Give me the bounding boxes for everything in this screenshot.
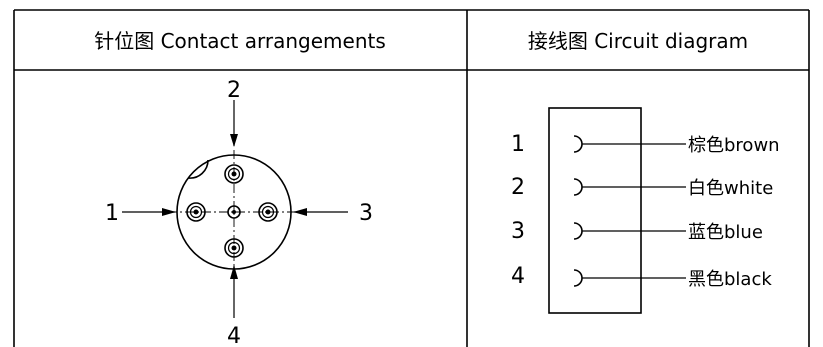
circuit-row: 4 黑色black — [511, 264, 772, 290]
circuit-row: 1 棕色brown — [511, 132, 780, 157]
circuit-row-number: 3 — [511, 219, 525, 244]
wire-color-label: 白色white — [688, 178, 773, 199]
pin-3-leader — [293, 208, 348, 216]
pin-1-leader — [122, 208, 176, 216]
circuit-row: 3 蓝色blue — [511, 219, 763, 244]
wire-color-label: 黑色black — [688, 269, 772, 290]
wire-color-label: 蓝色blue — [688, 222, 763, 243]
pin-3 — [258, 202, 278, 222]
circuit-row-number: 2 — [511, 175, 525, 200]
circuit-row-number: 1 — [511, 132, 525, 157]
wire-color-label: 棕色brown — [688, 135, 780, 156]
pin-1 — [186, 202, 206, 222]
pin-4 — [224, 238, 244, 258]
table-frame — [13, 9, 810, 347]
contact-symbol — [573, 135, 583, 153]
pin-2 — [224, 164, 244, 184]
contact-symbol — [573, 178, 583, 196]
circuit-row-number: 4 — [511, 264, 525, 289]
circuit-housing-box — [548, 107, 642, 314]
contact-arrangements-header: 针位图 Contact arrangements — [94, 29, 386, 53]
circuit-row: 2 白色white — [511, 175, 773, 200]
pin-label-left: 1 — [105, 201, 119, 226]
connector-face — [168, 150, 302, 276]
pin-label-right: 3 — [359, 201, 373, 226]
circuit-diagram-header: 接线图 Circuit diagram — [528, 29, 748, 53]
pin-label-bottom: 4 — [227, 324, 241, 347]
pin-4-leader — [230, 265, 238, 318]
pin-2-leader — [230, 100, 238, 147]
contact-symbol — [573, 269, 583, 287]
coding-key — [187, 159, 209, 179]
pin-label-top: 2 — [227, 78, 241, 103]
contact-symbol — [573, 222, 583, 240]
center-pin — [227, 205, 241, 219]
